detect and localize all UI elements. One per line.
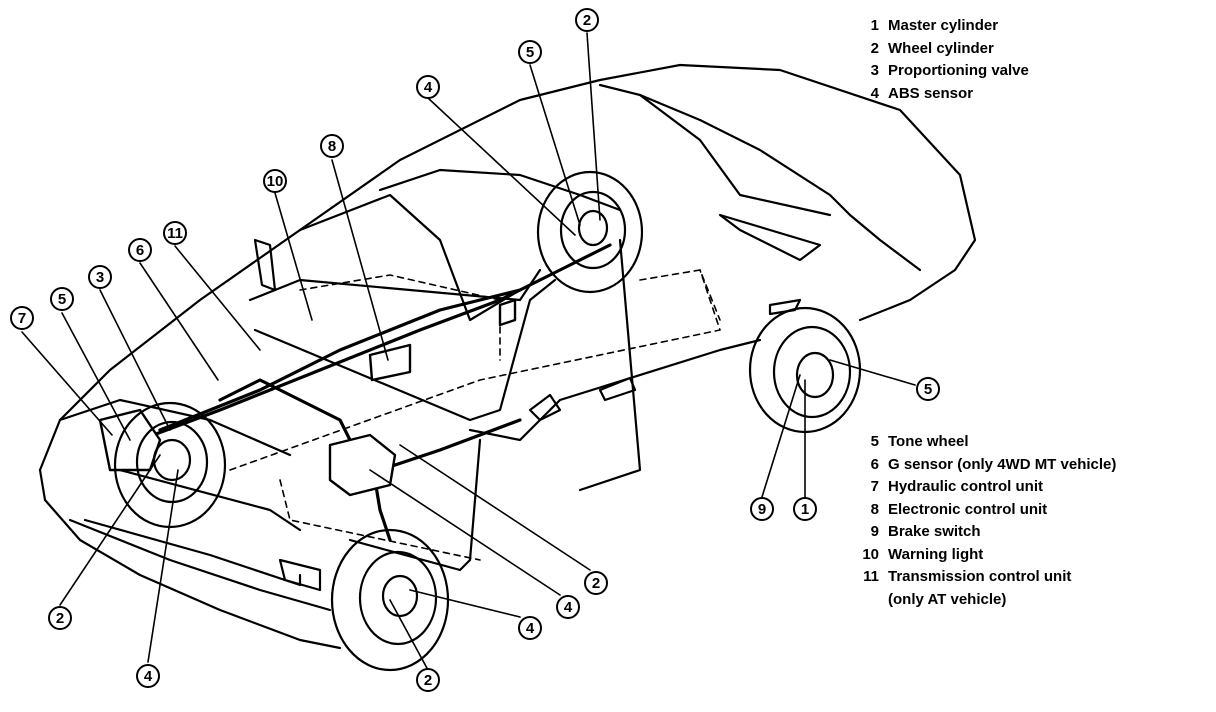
callout-label: 2 <box>583 12 591 29</box>
legend-text: Hydraulic control unit <box>888 478 1044 495</box>
legend-number: 10 <box>862 545 879 563</box>
legend-number: 6 <box>870 455 879 473</box>
legend-number: 2 <box>870 39 879 57</box>
legend-text: Master cylinder <box>888 17 999 34</box>
callout-label: 5 <box>526 44 534 61</box>
legend-item: 5 Tone wheel <box>853 431 1116 454</box>
legend-number: 11 <box>863 568 879 585</box>
callout-2: 2 <box>48 606 72 630</box>
callout-label: 2 <box>424 672 432 689</box>
legend-item: 9 Brake switch <box>853 521 1116 544</box>
callout-3: 3 <box>88 265 112 289</box>
legend-text-continued: (only AT vehicle) <box>888 590 1007 608</box>
legend-number: 3 <box>870 62 879 79</box>
legend-item: 11 Transmission control unit <box>853 566 1116 589</box>
legend-number: 4 <box>870 84 879 102</box>
brake-lines <box>138 243 612 542</box>
wheel-front-left <box>113 401 227 529</box>
callout-label: 9 <box>758 501 766 518</box>
callout-4: 4 <box>518 616 542 640</box>
callout-6: 6 <box>128 238 152 262</box>
callout-1: 1 <box>793 497 817 521</box>
callout-4: 4 <box>556 595 580 619</box>
callout-2: 2 <box>575 8 599 32</box>
legend-number: 9 <box>870 523 879 540</box>
legend-text: G sensor (only 4WD MT vehicle) <box>888 455 1117 473</box>
legend-text: Wheel cylinder <box>888 39 994 57</box>
leader-lines <box>21 32 916 671</box>
legend-item: 10 Warning light <box>853 544 1116 567</box>
callout-label: 3 <box>96 269 104 286</box>
callout-5: 5 <box>518 40 542 64</box>
callout-10: 10 <box>263 169 287 193</box>
legend-number: 5 <box>870 433 879 450</box>
callout-label: 4 <box>564 599 573 616</box>
legend-text: Proportioning valve <box>888 62 1029 79</box>
callout-label: 6 <box>136 242 144 259</box>
legend-text: Transmission control unit <box>888 568 1072 585</box>
callout-label: 4 <box>424 79 433 96</box>
control-units <box>98 298 517 497</box>
callout-4: 4 <box>136 664 160 688</box>
legend-bottom: 5 Tone wheel 6 G sensor (only 4WD MT vehicl… <box>853 431 1116 611</box>
legend-item: 7 Hydraulic control unit <box>853 476 1116 499</box>
callout-4: 4 <box>416 75 440 99</box>
callout-label: 5 <box>58 291 66 308</box>
callout-2: 2 <box>416 668 440 692</box>
callout-label: 4 <box>144 668 153 685</box>
legend-number: 1 <box>870 17 879 34</box>
callout-label: 11 <box>167 225 183 242</box>
car-body <box>38 63 977 650</box>
legend-item: 3 Proportioning valve <box>853 60 1029 83</box>
legend-number: 7 <box>870 478 879 495</box>
legend-text: Brake switch <box>888 523 981 540</box>
callout-11: 11 <box>163 221 187 245</box>
callout-label: 2 <box>592 575 600 592</box>
legend-text: Electronic control unit <box>888 500 1048 518</box>
callout-5: 5 <box>916 377 940 401</box>
callout-8: 8 <box>320 134 344 158</box>
callout-7: 7 <box>10 306 34 330</box>
legend-item: 8 Electronic control unit <box>853 499 1116 522</box>
wheel-rear-left-top <box>536 170 644 294</box>
legend-item: 1 Master cylinder <box>853 15 1029 38</box>
callout-2: 2 <box>584 571 608 595</box>
callout-label: 5 <box>924 381 932 398</box>
legend-top: 1 Master cylinder 2 Wheel cylinder 3 Proporti… <box>853 15 1029 105</box>
legend-item: 4 ABS sensor <box>853 83 1029 106</box>
legend-text: Warning light <box>888 545 984 563</box>
callout-label: 8 <box>328 138 336 155</box>
wheel-rear-right <box>748 306 862 434</box>
underbody-dashed <box>229 269 721 561</box>
legend-text: ABS sensor <box>888 84 974 102</box>
legend-item: 2 Wheel cylinder <box>853 38 1029 61</box>
callout-label: 2 <box>56 610 64 627</box>
callout-label: 1 <box>801 501 809 518</box>
callout-label: 7 <box>18 310 26 327</box>
legend-text: Tone wheel <box>888 433 969 450</box>
callouts: 2 5 4 8 10 11 6 3 5 7 2 4 5 9 1 2 4 4 2 <box>10 8 940 692</box>
callout-9: 9 <box>750 497 774 521</box>
legend-item: 6 G sensor (only 4WD MT vehicle) <box>853 454 1117 477</box>
callout-label: 10 <box>267 173 284 190</box>
legend-number: 8 <box>870 500 879 518</box>
callout-label: 4 <box>526 620 535 637</box>
callout-5: 5 <box>50 287 74 311</box>
